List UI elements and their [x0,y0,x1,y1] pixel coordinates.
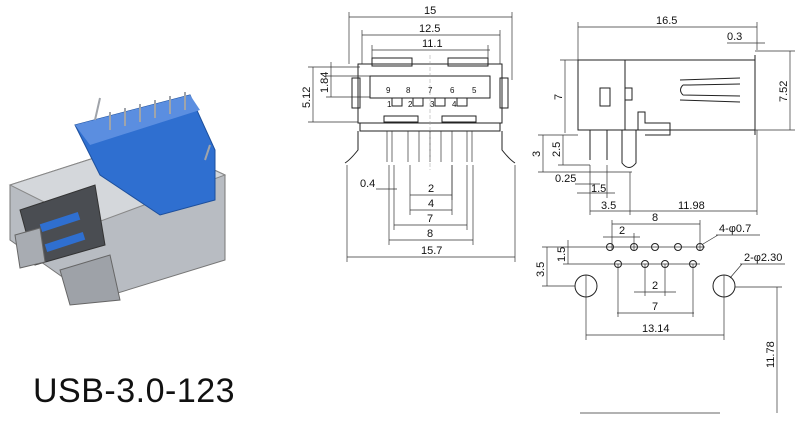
dim-width-legs: 15.7 [421,245,442,257]
dim-large-holes: 2-φ2.30 [744,252,782,264]
dim-edge-distance: 11.78 [765,341,777,368]
dim-span-8: 8 [427,228,433,240]
dim-pitch-top: 2 [619,225,625,237]
dim-width-total: 15 [424,5,436,17]
front-dimension-lines [308,12,516,262]
dim-height-body: 7 [553,94,565,100]
pcb-footprint: 8 2 4-φ0.7 2-φ2.30 3.5 1.5 2 7 13.14 11.… [535,212,785,414]
dim-pin-length: 2.5 [551,142,563,157]
dim-width-opening: 11.1 [422,38,443,50]
pin-label: 6 [450,86,455,95]
connector-photo [8,92,227,306]
dim-height-front: 7.52 [778,81,790,102]
side-view: 16.5 0.3 7.52 7 3 2.5 0.25 1.5 3.5 11.98 [531,15,795,215]
dim-span-7: 7 [427,213,433,225]
dim-small-holes: 4-φ0.7 [719,223,751,235]
pin-label: 5 [472,86,477,95]
pin-label: 3 [430,100,435,109]
dim-length: 16.5 [656,15,677,27]
pin-label: 8 [406,86,411,95]
dim-pin-thickness: 0.25 [555,173,576,185]
pin-label: 4 [452,100,457,109]
dim-pin-row-offset: 1.5 [591,183,606,195]
dim-span-7: 7 [652,301,658,313]
model-name: USB-3.0-123 [33,372,236,410]
dim-hole-offset: 3.5 [535,262,547,277]
dim-leg-length: 3 [531,151,543,157]
dim-leg-offset: 3.5 [601,200,616,212]
dim-span-4: 4 [428,198,434,210]
front-view: 9 8 7 6 5 1 2 3 4 15 12.5 11.1 5.12 1.84… [301,5,516,262]
dim-height-shell: 5.12 [301,87,313,108]
dim-leg-to-front: 11.98 [678,200,705,212]
dim-pitch: 2 [428,183,434,195]
pin-label: 7 [428,86,433,95]
dim-height-opening: 1.84 [319,72,331,93]
dim-lip: 0.3 [727,31,742,43]
dim-width-shell: 12.5 [419,23,440,35]
pin-label: 9 [386,86,391,95]
dim-pitch-bottom: 2 [652,280,658,292]
dim-row-offset: 1.5 [556,247,568,262]
dim-hole-spacing: 13.14 [642,323,670,335]
dim-pin-width: 0.4 [360,178,375,190]
pin-label: 2 [408,100,413,109]
dim-span-8: 8 [652,212,658,224]
pin-label: 1 [387,100,392,109]
